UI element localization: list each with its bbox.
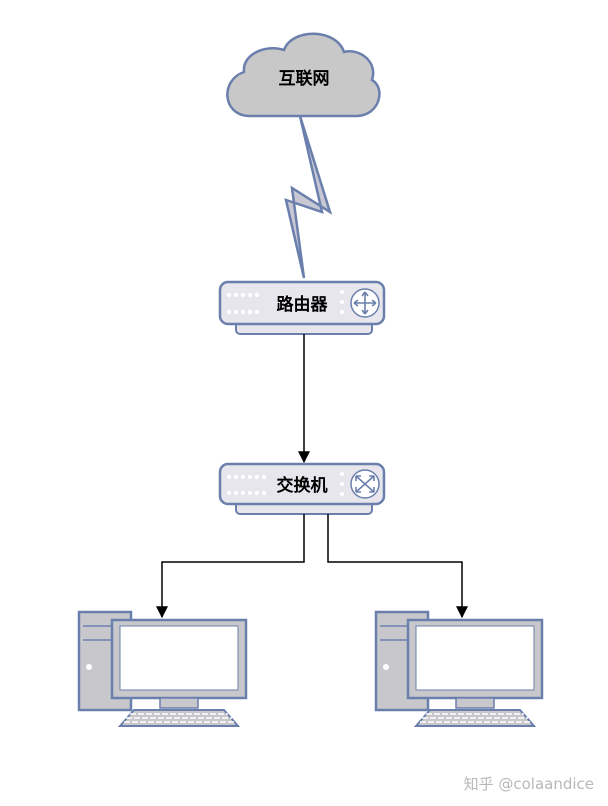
router-label: 路由器	[277, 294, 329, 315]
switch-port-dots	[226, 472, 344, 496]
lightning-link-icon	[284, 115, 333, 279]
pc-right	[374, 610, 544, 727]
pc-left	[77, 610, 248, 727]
internet-cloud: 互联网	[226, 32, 381, 118]
switch-to-pc-left-arrow	[156, 514, 305, 619]
internet-label: 互联网	[279, 69, 330, 89]
router-device: 路由器	[218, 280, 386, 335]
pc-right-screen	[415, 625, 535, 691]
watermark: 知乎 @colaandice	[463, 775, 594, 793]
switch-device: 交换机	[218, 462, 386, 515]
pc-left-screen	[119, 625, 239, 691]
switch-to-pc-right-arrow	[327, 514, 468, 619]
switch-icon	[350, 469, 380, 499]
router-port-dots	[226, 290, 344, 315]
router-icon	[350, 288, 380, 318]
switch-label: 交换机	[277, 475, 328, 496]
